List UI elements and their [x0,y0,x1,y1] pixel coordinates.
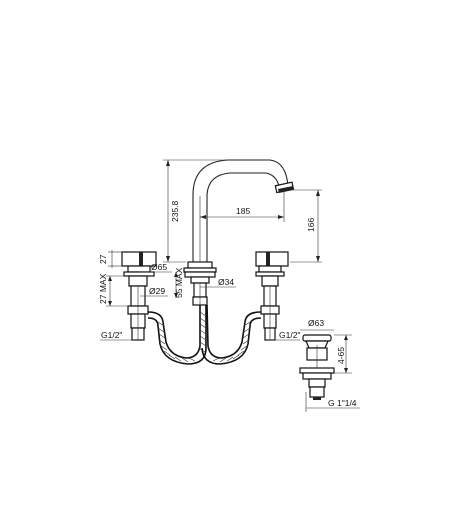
dim-height-total: 235.8 [170,200,180,222]
dim-reach: 185 [236,206,250,216]
dim-base-diameter: Ø34 [218,277,234,287]
dim-drain-diameter: Ø63 [308,318,324,328]
dim-handle-diameter: Ø65 [151,262,167,272]
dim-tail-diameter: Ø29 [149,286,165,296]
flex-hoses [147,304,262,365]
pop-up-drain [299,334,335,400]
dim-deck-max-left: 27 MAX [98,273,108,304]
dim-handle-height: 27 [98,254,108,264]
right-valve [255,251,289,341]
dim-drain-stroke: 4-65 [336,347,346,364]
dim-thread-right: G1/2" [279,330,300,340]
dim-spout-height: 166 [306,218,316,232]
dim-deck-max-center: 55 MAX [174,267,184,298]
dimension-lines [100,159,360,412]
dimension-labels: 235.8 185 166 27 Ø65 27 MAX Ø29 55 MAX Ø… [98,200,357,408]
spout [183,159,295,306]
dim-drain-thread: G 1"1/4 [328,398,357,408]
dim-thread-left: G1/2" [101,330,122,340]
